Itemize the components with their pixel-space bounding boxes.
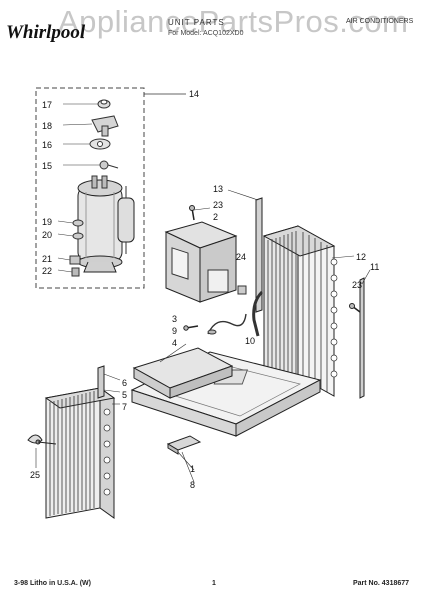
small-bracket-part — [97, 365, 105, 399]
callout-11: 11 — [370, 262, 379, 272]
evaporator-coil-part — [44, 387, 116, 519]
grommet-part — [97, 99, 111, 109]
callout-15: 15 — [42, 161, 52, 171]
gasket-part — [89, 138, 111, 150]
callout-17: 17 — [42, 100, 52, 110]
washer-part — [72, 219, 84, 240]
footer-page-number: 1 — [212, 580, 216, 587]
tube-part — [252, 290, 264, 337]
callout-7: 7 — [122, 402, 127, 412]
callout-8: 8 — [190, 480, 195, 490]
footer-litho: 3-98 Litho in U.S.A. (W) — [14, 580, 91, 587]
callout-6: 6 — [122, 378, 127, 388]
side-bracket-part — [255, 197, 263, 313]
callout-2: 2 — [213, 212, 218, 222]
watermark: AppliancePartsPros.com — [58, 4, 409, 39]
callout-10: 10 — [245, 336, 255, 346]
compressor-part — [77, 175, 135, 273]
brace-part — [359, 277, 365, 399]
screw-part-right — [349, 303, 361, 313]
section-label: AIR CONDITIONERS — [346, 18, 414, 25]
brand-logo: Whirlpool — [6, 22, 86, 43]
callout-5: 5 — [122, 390, 127, 400]
bracket-part — [164, 221, 238, 303]
callout-25: 25 — [30, 470, 40, 480]
callout-4: 4 — [172, 338, 177, 348]
callout-22: 22 — [42, 266, 52, 276]
callout-24: 24 — [236, 252, 246, 262]
overload-part — [99, 160, 119, 170]
callout-19: 19 — [42, 217, 52, 227]
callout-21: 21 — [42, 254, 52, 264]
callout-20: 20 — [42, 230, 52, 240]
clip-part — [237, 285, 247, 295]
callout-1: 1 — [190, 464, 195, 474]
callout-3: 3 — [172, 314, 177, 324]
shroud-part — [132, 347, 234, 399]
wire-harness-part — [207, 313, 247, 335]
page-title: UNIT PARTS — [168, 18, 225, 27]
callout-12: 12 — [356, 252, 366, 262]
callout-14: 14 — [189, 89, 199, 99]
callout-23-right: 23 — [352, 280, 362, 290]
footer-part-number: Part No. 4318677 — [353, 580, 410, 587]
mount-part — [69, 255, 81, 277]
compressor-group-frame — [35, 87, 145, 289]
terminal-cover-part — [91, 115, 119, 137]
model-number: For Model: ACQ102XD0 — [168, 30, 244, 37]
condenser-coil-part — [262, 225, 338, 397]
callout-18: 18 — [42, 121, 52, 131]
callout-16: 16 — [42, 140, 52, 150]
callout-13: 13 — [213, 184, 223, 194]
screw-part — [189, 205, 195, 221]
callout-9: 9 — [172, 326, 177, 336]
fan-blade-part — [27, 434, 57, 445]
foot-part — [166, 435, 202, 455]
fastener-part — [183, 325, 199, 331]
callout-23-top: 23 — [213, 200, 223, 210]
